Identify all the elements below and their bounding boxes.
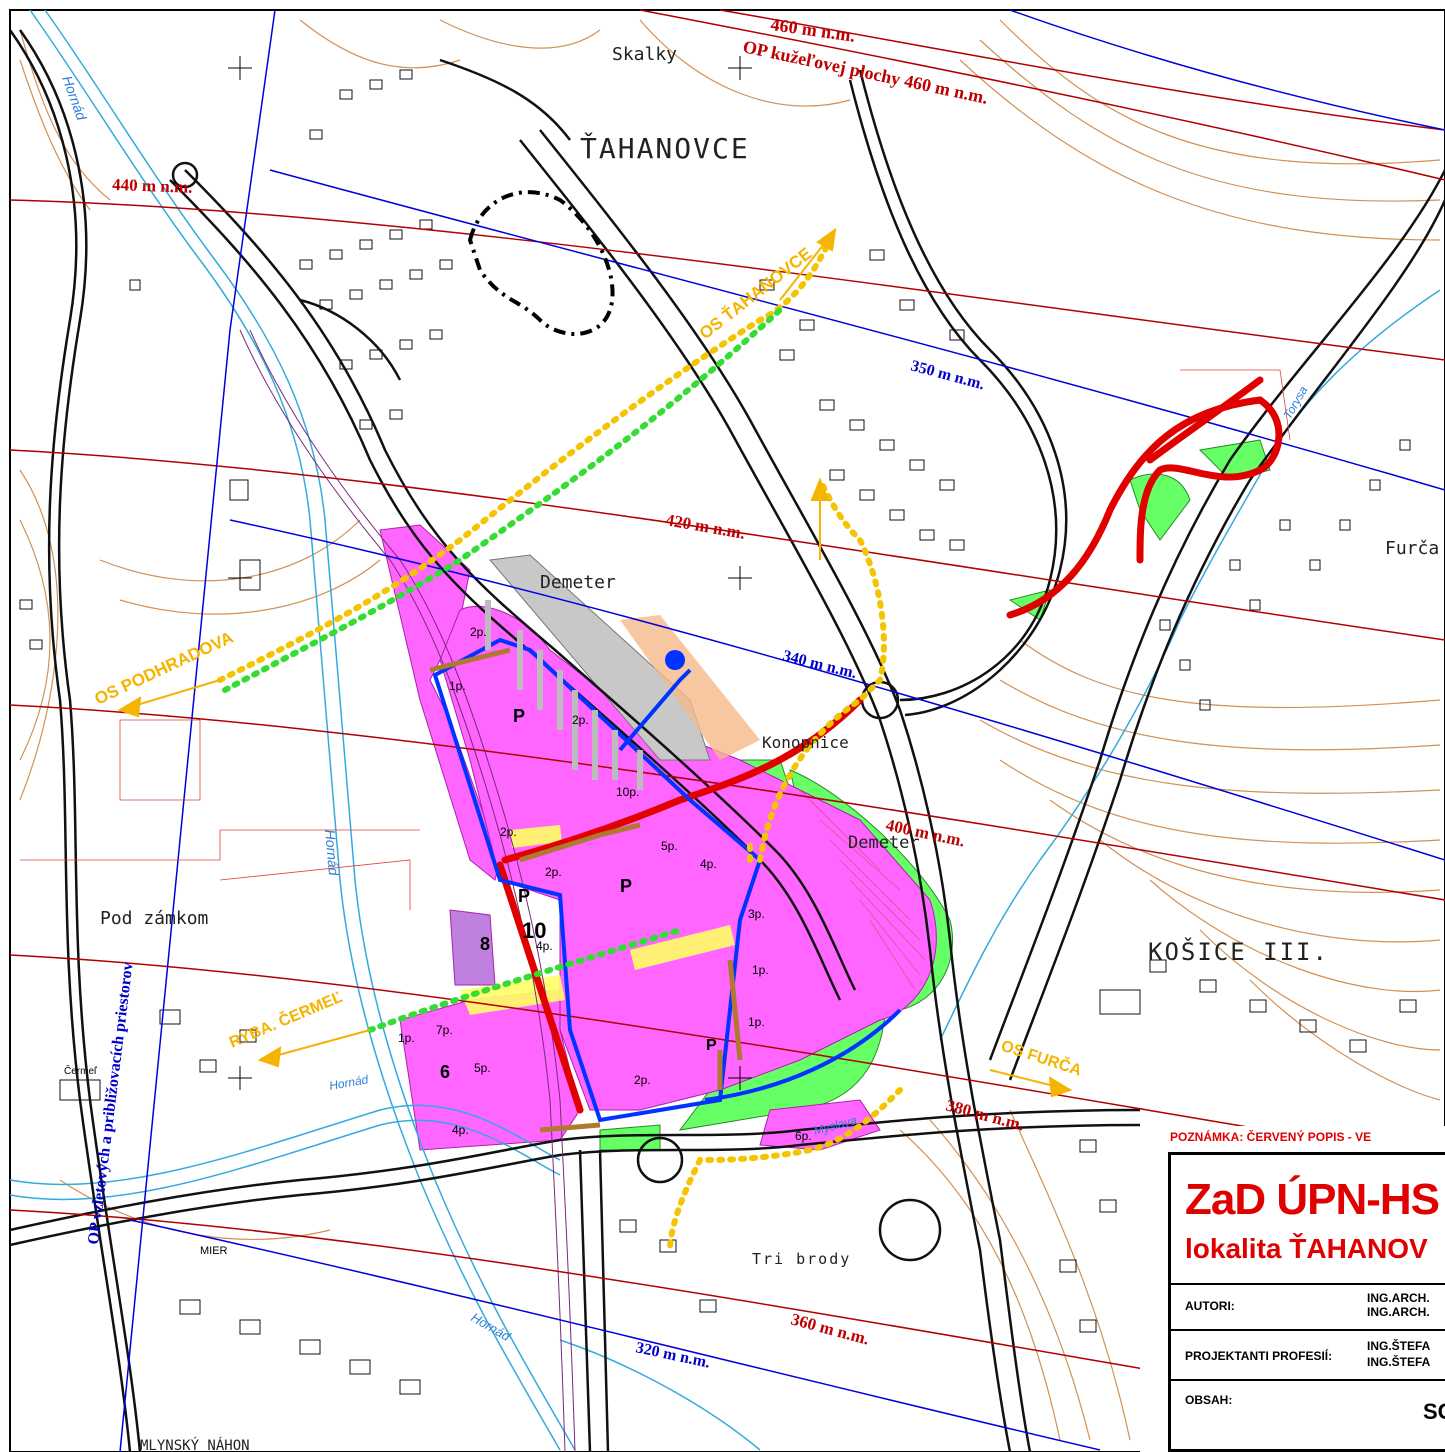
- authors-row: AUTORI: ING.ARCH. ING.ARCH.: [1171, 1283, 1445, 1329]
- place-konopnice: Konopnice: [762, 733, 849, 752]
- plot-number-8: 8: [480, 934, 490, 954]
- plot-label-1: 2p.: [470, 625, 487, 639]
- parking-a: P: [513, 706, 525, 726]
- plot-label-15: 2p.: [634, 1073, 651, 1087]
- parking-d: P: [706, 1037, 717, 1054]
- title-block: POZNÁMKA: ČERVENÝ POPIS - VE ZaD ÚPN-HS …: [1140, 1126, 1445, 1452]
- plot-label-5: 2p.: [500, 825, 517, 839]
- authors-1: ING.ARCH.: [1367, 1291, 1430, 1305]
- yellow-solid-arrows: [117, 227, 1073, 1098]
- plot-label-9: 3p.: [748, 907, 765, 921]
- river-label-hornad-4: Hornád: [328, 1072, 370, 1093]
- place-mlynsky-nahon: MLYNSKÝ NÁHON: [140, 1437, 250, 1452]
- river-hornad: [9, 9, 1441, 1451]
- place-mier: MIER: [200, 1245, 228, 1257]
- place-furca: Furča: [1385, 538, 1439, 559]
- plot-number-6: 6: [440, 1062, 450, 1082]
- parking-b: P: [620, 876, 632, 896]
- boundary-point: [665, 650, 685, 670]
- plot-label-14: 5p.: [474, 1061, 491, 1075]
- orange-zone: [620, 615, 760, 760]
- plot-label-6: 5p.: [661, 839, 678, 853]
- plot-label-16: 4p.: [452, 1123, 469, 1137]
- planning-lines: [20, 369, 1291, 910]
- content-label: OBSAH:: [1185, 1393, 1233, 1407]
- plot-label-18: 1p.: [398, 1031, 415, 1045]
- plot-label-2: 1p.: [449, 679, 466, 693]
- place-skalky: Skalky: [612, 44, 677, 65]
- legend-note: POZNÁMKA: ČERVENÝ POPIS - VE: [1170, 1130, 1372, 1144]
- parking-c: P: [518, 886, 530, 906]
- proposed-road: [496, 376, 1283, 1114]
- designers-1: ING.ŠTEFA: [1367, 1339, 1431, 1353]
- designers-label: PROJEKTANTI PROFESIÍ:: [1185, 1349, 1333, 1363]
- green-dotted-paths: [222, 307, 783, 1033]
- place-tri-brody: Tri brody: [752, 1250, 851, 1268]
- plot-number-10: 10: [522, 918, 546, 943]
- designers-2: ING.ŠTEFA: [1367, 1355, 1431, 1369]
- title-block-subtitle: lokalita ŤAHANOV: [1185, 1233, 1428, 1264]
- authors-label: AUTORI:: [1185, 1299, 1235, 1313]
- greenery-hatch: [799, 789, 926, 991]
- plot-label-17: 6p.: [795, 1129, 812, 1143]
- boundary-east: [704, 1008, 902, 1102]
- plot-label-3: 2p.: [572, 713, 589, 727]
- terrain-contours: [19, 19, 1441, 1441]
- brown-paths: [429, 647, 743, 1133]
- development-boundary: [432, 637, 763, 1123]
- designers-row: PROJEKTANTI PROFESIÍ: ING.ŠTEFA ING.ŠTEF…: [1171, 1329, 1445, 1379]
- plot-label-12: 1p.: [748, 1015, 765, 1029]
- place-pod-zamkom: Pod zámkom: [100, 908, 208, 929]
- title-block-title: ZaD ÚPN-HS: [1185, 1175, 1440, 1224]
- dashed-loop: [467, 190, 615, 336]
- plot-label-10: 1p.: [752, 963, 769, 977]
- blue-op-contours: [119, 9, 1445, 1452]
- authors-2: ING.ARCH.: [1367, 1305, 1430, 1319]
- plot-label-4: 10p.: [616, 785, 639, 799]
- title-block-box: ZaD ÚPN-HS lokalita ŤAHANOV AUTORI: ING.…: [1168, 1152, 1445, 1452]
- content-value: SC: [1423, 1399, 1445, 1424]
- plot-label-8: 2p.: [545, 865, 562, 879]
- place-kosice-iii: KOŠICE III.: [1148, 936, 1329, 966]
- plot-label-7: 4p.: [700, 857, 717, 871]
- content-row: OBSAH: SC: [1171, 1379, 1445, 1452]
- river-label-hornad-2: Hornád: [322, 829, 342, 877]
- grey-strokes: [485, 600, 643, 790]
- place-cermel: Čermeľ: [64, 1064, 98, 1077]
- plot-label-11: 4p.: [536, 939, 553, 953]
- yellow-arrows: [217, 237, 903, 1253]
- place-tahanovce: ŤAHANOVCE: [580, 131, 750, 165]
- grid-crosses: [228, 56, 752, 1090]
- place-demeter-2: Demeter: [848, 833, 920, 853]
- buildings: [19, 69, 1417, 1395]
- railway: [239, 329, 576, 1452]
- plot-label-13: 7p.: [436, 1023, 453, 1037]
- label-440: 440 m n.m.: [112, 175, 193, 197]
- place-demeter-1: Demeter: [540, 572, 616, 593]
